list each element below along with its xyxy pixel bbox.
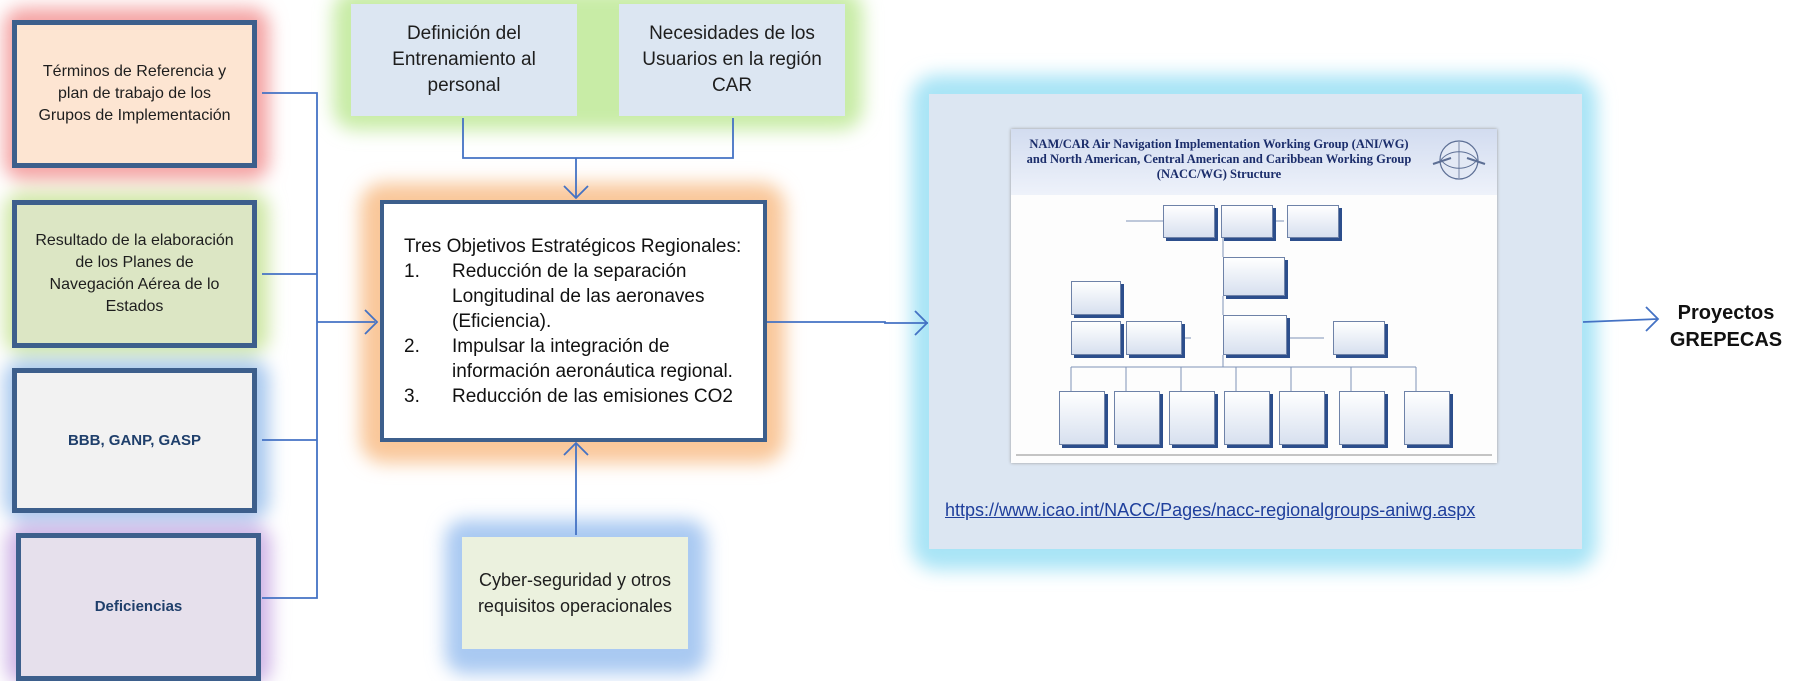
org-node — [1071, 321, 1121, 355]
org-node — [1339, 391, 1385, 445]
org-node — [1221, 205, 1273, 238]
icao-emblem-icon — [1432, 140, 1486, 180]
org-node — [1126, 321, 1182, 355]
training-definition-box: Definición del Entrenamiento al personal — [351, 4, 577, 116]
org-chart-title: NAM/CAR Air Navigation Implementation Wo… — [1026, 137, 1412, 181]
deficiencias-label: Deficiencias — [94, 598, 183, 615]
air-navigation-plans-box: Resultado de la elaboración de los Plane… — [12, 200, 257, 348]
deficiencias-box: Deficiencias — [16, 533, 261, 681]
bbb-ganp-gasp-label: BBB, GANP, GASP — [67, 431, 202, 449]
org-chart-image: NAM/CAR Air Navigation Implementation Wo… — [1011, 129, 1497, 463]
org-node — [1059, 391, 1105, 445]
bbb-ganp-gasp-box: BBB, GANP, GASP — [12, 368, 257, 513]
objective-item: 2. Impulsar la integración de informació… — [404, 334, 743, 384]
training-definition-label: Definición del Entrenamiento al personal — [392, 23, 536, 96]
terms-of-reference-label: Términos de Referencia y plan de trabajo… — [38, 63, 231, 124]
objective-number: 1. — [404, 260, 420, 282]
objective-number: 2. — [404, 335, 420, 357]
objective-text: Impulsar la integración de información a… — [452, 335, 733, 382]
org-node — [1223, 315, 1287, 355]
cyber-security-box: Cyber-seguridad y otros requisitos opera… — [462, 537, 688, 649]
objective-text: Reducción de las emisiones CO2 — [452, 385, 733, 407]
org-node — [1287, 205, 1339, 238]
org-chart-header: NAM/CAR Air Navigation Implementation Wo… — [1011, 129, 1497, 195]
strategic-objectives-heading: Tres Objetivos Estratégicos Regionales: — [404, 235, 742, 257]
objective-item: 3. Reducción de las emisiones CO2 — [404, 384, 743, 409]
org-node — [1223, 257, 1285, 296]
org-node — [1169, 391, 1215, 445]
org-node — [1071, 281, 1121, 315]
objective-text: Reducción de la separación Longitudinal … — [452, 260, 705, 332]
user-needs-box: Necesidades de los Usuarios en la región… — [619, 4, 845, 116]
aniwg-link[interactable]: https://www.icao.int/NACC/Pages/nacc-reg… — [945, 500, 1476, 520]
strategic-objectives-content: Tres Objetivos Estratégicos Regionales: … — [404, 234, 743, 409]
strategic-objectives-box: Tres Objetivos Estratégicos Regionales: … — [380, 200, 767, 442]
air-navigation-plans-label: Resultado de la elaboración de los Plane… — [35, 232, 234, 315]
terms-of-reference-box: Términos de Referencia y plan de trabajo… — [12, 20, 257, 168]
cyber-security-label: Cyber-seguridad y otros requisitos opera… — [477, 570, 673, 616]
objective-number: 3. — [404, 385, 420, 407]
org-node — [1333, 321, 1385, 355]
connectors — [262, 92, 1660, 599]
org-node — [1224, 391, 1270, 445]
user-needs-label: Necesidades de los Usuarios en la región… — [642, 23, 822, 96]
org-node — [1114, 391, 1160, 445]
org-node — [1163, 205, 1215, 238]
grepecas-output-label: Proyectos GREPECAS — [1669, 302, 1783, 351]
objective-item: 1. Reducción de la separación Longitudin… — [404, 259, 743, 334]
org-node — [1279, 391, 1325, 445]
org-node — [1404, 391, 1450, 445]
